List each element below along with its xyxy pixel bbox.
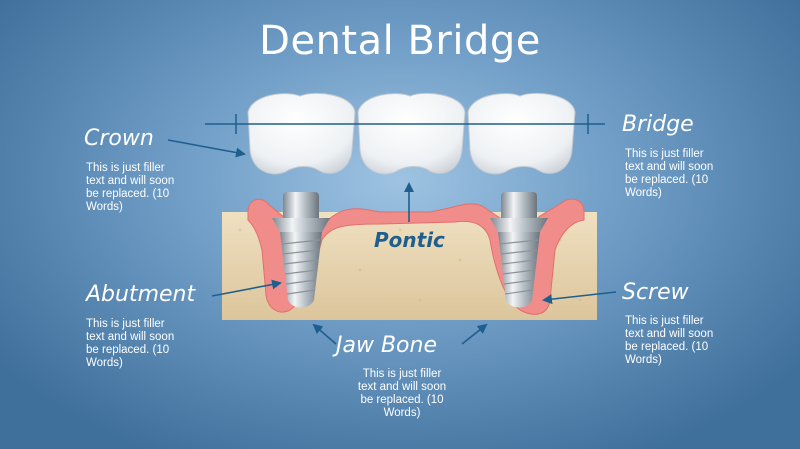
crown-right (467, 92, 576, 175)
desc-jaw-bone: This is just filler text and will soon b… (357, 368, 447, 419)
crown-arrow (167, 139, 246, 158)
label-jaw-bone: Jaw Bone (336, 333, 437, 358)
screw-arrow (542, 291, 617, 305)
label-screw: Screw (622, 280, 689, 305)
desc-abutment: This is just filler text and will soon b… (86, 318, 175, 369)
bridge-span-line (205, 114, 605, 134)
diagram-title: Dental Bridge (259, 18, 541, 64)
abutment-arrow (211, 279, 282, 297)
desc-screw: This is just filler text and will soon b… (625, 315, 714, 366)
left-implant (272, 192, 330, 308)
jaw-bone-arrow-left (312, 323, 337, 345)
label-bridge: Bridge (622, 112, 694, 137)
crown-middle (357, 92, 466, 175)
right-implant (490, 192, 548, 308)
bridge-crowns (247, 92, 576, 175)
crown-left (247, 92, 356, 175)
label-crown: Crown (84, 126, 154, 151)
callout-arrows (167, 139, 617, 345)
label-abutment: Abutment (86, 282, 196, 307)
desc-bridge: This is just filler text and will soon b… (625, 148, 714, 199)
jaw-bone-arrow-right (461, 323, 488, 345)
label-pontic: Pontic (374, 228, 445, 252)
desc-crown: This is just filler text and will soon b… (86, 162, 175, 213)
